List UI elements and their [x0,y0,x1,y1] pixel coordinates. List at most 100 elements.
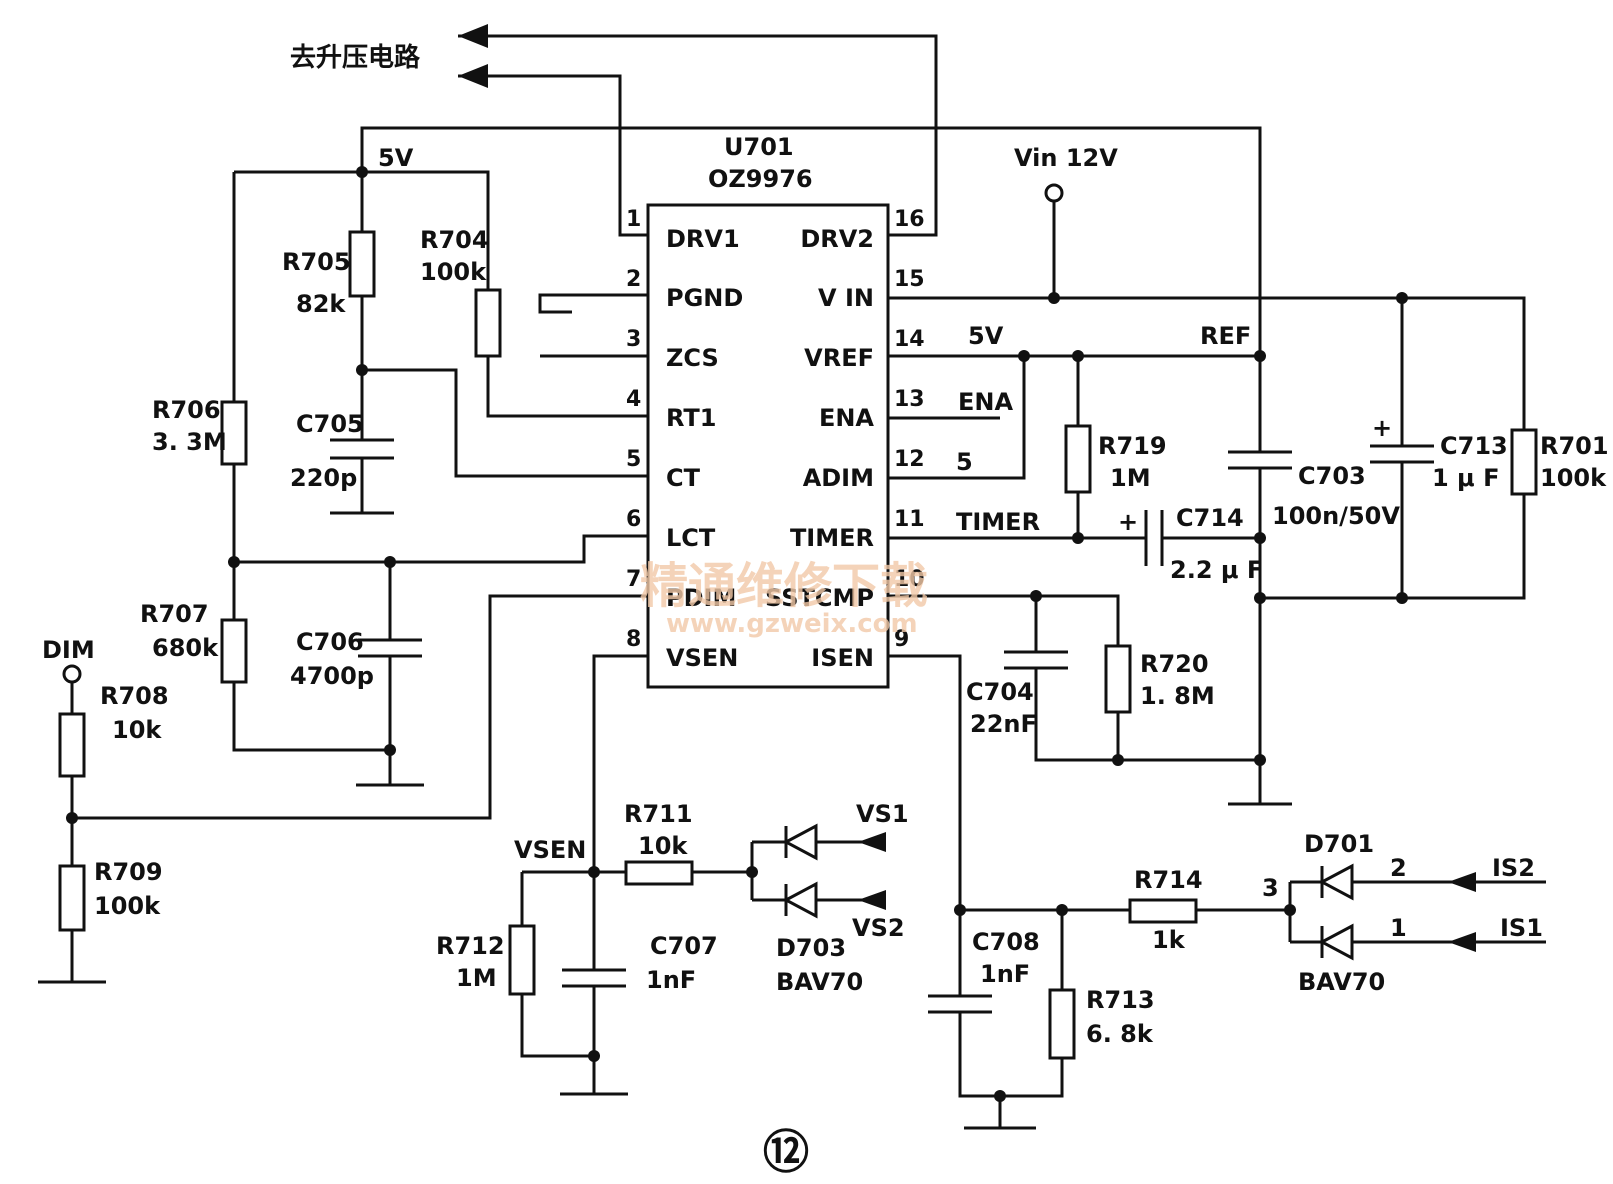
d701-diode-b [1318,923,1354,961]
pin8-name: VSEN [666,644,738,672]
net-timer: TIMER [956,508,1040,536]
r712-ref: R712 [436,932,505,960]
boost-label: 去升压电路 [290,42,421,73]
pin3-num: 3 [626,327,641,352]
pin8-num: 8 [626,627,641,652]
r713-val: 6. 8k [1086,1020,1154,1048]
net-vs2: VS2 [852,914,905,942]
pin6-name: LCT [666,524,716,552]
pin2-num: 2 [626,267,641,292]
r714-val: 1k [1152,926,1186,954]
d701-diode-a [1318,863,1354,901]
r707-val: 680k [152,634,219,662]
r708-ref: R708 [100,682,169,710]
pin6-num: 6 [626,507,641,532]
pin7-name: PDIM [666,584,736,612]
pin13-name: ENA [819,404,874,432]
pin11-num: 11 [894,507,925,532]
pin4-num: 4 [626,387,641,412]
d703-ref: D703 [776,934,846,962]
pin4-name: RT1 [666,404,716,432]
pin1-num: 1 [626,207,641,232]
arrow-drv2 [458,24,488,48]
pin5-num: 5 [626,447,641,472]
d703-val: BAV70 [776,968,863,996]
ic-u701 [646,203,890,689]
pin1-name: DRV1 [666,225,740,253]
d703-diode-b [782,881,818,919]
figure-number: ⑫ [763,1125,809,1179]
pin7-num: 7 [626,567,641,592]
r719-ref: R719 [1098,432,1167,460]
r704-val: 100k [420,258,487,286]
c713-val: 1 μ F [1432,464,1499,492]
d701-pin2: 2 [1390,854,1407,882]
pin16-num: 16 [894,207,925,232]
pin5-name: CT [666,464,701,492]
c704-val: 22nF [970,710,1037,738]
net-5v: 5V [378,144,414,172]
net-vs1: VS1 [856,800,909,828]
r720-ref: R720 [1140,650,1209,678]
pin10-num: 10 [894,567,925,592]
d701-val: BAV70 [1298,968,1385,996]
net-vin: Vin 12V [1014,144,1118,172]
c713-plus: + [1372,414,1392,442]
pin14-num: 14 [894,327,925,352]
r708-val: 10k [112,716,162,744]
net-vsen: VSEN [514,836,586,864]
r711-val: 10k [638,832,688,860]
r720-val: 1. 8M [1140,682,1215,710]
net-ref: REF [1200,322,1251,350]
pin15-num: 15 [894,267,925,292]
r709-ref: R709 [94,858,163,886]
c713-ref: C713 [1440,432,1508,460]
d701-pin1: 1 [1390,914,1407,942]
pin12-num: 12 [894,447,925,472]
c707-ref: C707 [650,932,718,960]
r705-val: 82k [296,290,346,318]
c706-val: 4700p [290,662,374,690]
r711-ref: R711 [624,800,693,828]
arrow-drv1 [458,64,488,88]
pin9-num: 9 [894,627,909,652]
r713-ref: R713 [1086,986,1155,1014]
pin9-name: ISEN [811,644,874,672]
c714-val: 2.2 μ F [1170,556,1263,584]
r706-val: 3. 3M [152,428,227,456]
r707-ref: R707 [140,600,209,628]
r714-ref: R714 [1134,866,1203,894]
watermark-url: www.gzweix.com [666,609,918,639]
pin3-name: ZCS [666,344,719,372]
pin12-name: ADIM [803,464,874,492]
net-is1: IS1 [1500,914,1543,942]
r706-ref: R706 [152,396,221,424]
r712-val: 1M [456,964,497,992]
net-ena: ENA [958,388,1013,416]
c704-ref: C704 [966,678,1034,706]
net-5v-vref: 5V [968,322,1004,350]
d701-ref: D701 [1304,830,1374,858]
r701-ref: R701 [1540,432,1609,460]
c703-val: 100n/50V [1272,502,1400,530]
r705-ref: R705 [282,248,351,276]
net-is2: IS2 [1492,854,1535,882]
pin16-name: DRV2 [800,225,874,253]
d701-pin3: 3 [1262,874,1279,902]
pin13-num: 13 [894,387,925,412]
r704-ref: R704 [420,226,489,254]
c707-val: 1nF [646,966,696,994]
c708-val: 1nF [980,960,1030,988]
c706-ref: C706 [296,628,364,656]
net-dim: DIM [42,636,95,664]
ic-part: OZ9976 [708,165,813,193]
r709-val: 100k [94,892,161,920]
pin14-name: VREF [804,344,874,372]
watermark-cn: 精通维修下载 [640,558,928,614]
c705-ref: C705 [296,410,364,438]
r719-val: 1M [1110,464,1151,492]
c714-plus: + [1118,508,1138,536]
pin10-name: SSTCMP [765,584,874,612]
net-adim: 5 [956,448,973,476]
